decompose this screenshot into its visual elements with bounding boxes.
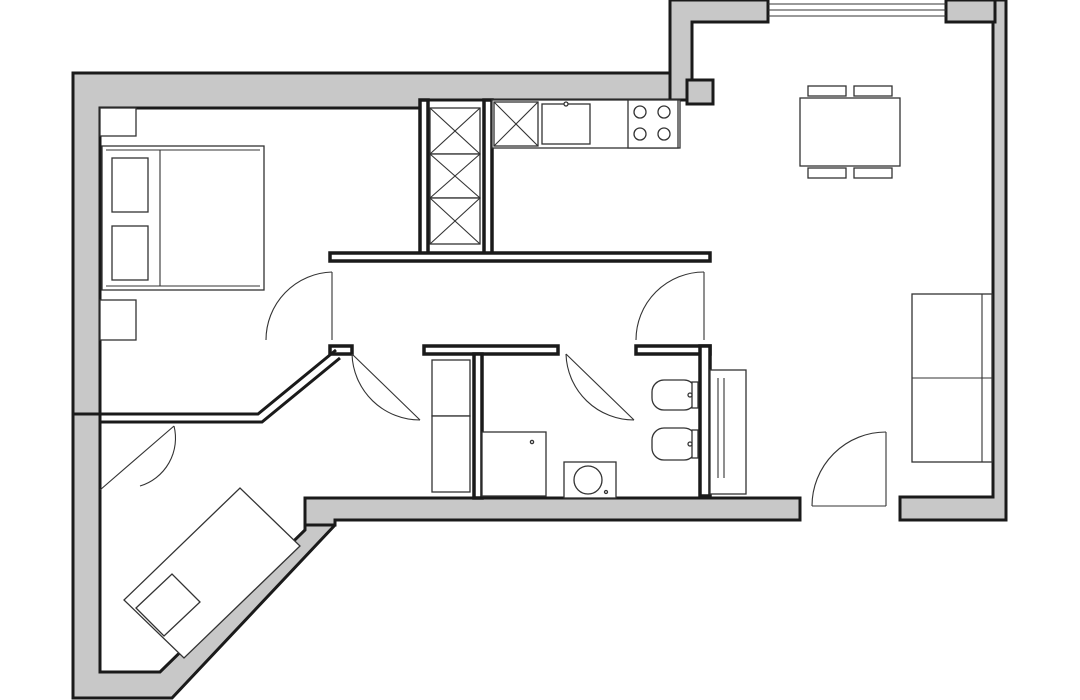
nightstand-top: [99, 107, 137, 137]
wall-right: [898, 0, 1008, 522]
wall-bottom-middle: [303, 496, 802, 527]
partition-corridor-bottom-mid: [422, 344, 560, 356]
bedroom: [99, 107, 333, 341]
exterior-walls: [71, 0, 1008, 700]
toilet-icon: [651, 379, 699, 411]
door-swing-icon: [565, 353, 635, 421]
door-swing-icon: [265, 271, 333, 341]
door-swing-icon: [351, 353, 421, 421]
partition-kitchen-left: [482, 98, 494, 257]
interior-partitions: [100, 98, 712, 500]
kitchen-sink-icon: [541, 101, 591, 145]
nightstand-bottom: [99, 299, 137, 341]
partition-bathroom-left: [472, 352, 484, 500]
shower-tray-icon: [481, 431, 547, 497]
corridor: [351, 353, 635, 493]
wall-top-living-left: [668, 0, 770, 102]
partition-bathroom-right: [698, 344, 712, 498]
living-room: [635, 85, 993, 507]
dining-table-icon: [799, 85, 901, 179]
structural-column: [685, 78, 715, 106]
partition-corridor-top: [328, 251, 712, 263]
study-room: [99, 425, 301, 659]
partition-bedroom-right: [418, 98, 430, 257]
kitchen-cabinet: [493, 101, 539, 147]
bathroom: [481, 379, 699, 499]
sofa-icon: [911, 293, 993, 463]
entrance-cabinet: [709, 369, 747, 495]
kitchen: [491, 99, 681, 149]
desk-icon: [123, 487, 301, 659]
stove-icon: [627, 99, 679, 149]
partition-bedroom-bottom: [100, 348, 337, 416]
double-bed-icon: [101, 145, 265, 291]
door-swing-icon: [811, 431, 887, 507]
partition-corridor-bottom-left: [328, 344, 354, 356]
window-top: [768, 3, 946, 17]
washbasin-icon: [563, 461, 617, 499]
door-swing-icon: [635, 271, 705, 341]
bidet-icon: [651, 427, 699, 461]
partition-bedroom-bottom-inner: [100, 356, 341, 424]
door-swing-icon: [99, 425, 177, 491]
corridor-cabinet: [431, 359, 471, 493]
wardrobe-icon: [429, 107, 481, 245]
